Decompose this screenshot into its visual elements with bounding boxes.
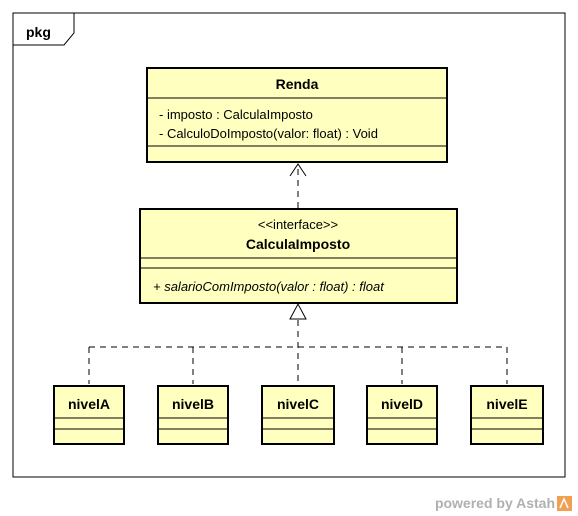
class-attribute: - imposto : CalculaImposto [159, 107, 313, 122]
package-label: pkg [26, 24, 51, 40]
class-renda[interactable]: Renda - imposto : CalculaImposto - Calcu… [146, 67, 448, 163]
package-tab [12, 12, 75, 46]
class-name: CalculaImposto [246, 236, 350, 252]
class-name: nivelB [172, 396, 214, 412]
class-name: nivelE [486, 396, 527, 412]
class-operation: - CalculoDoImposto(valor: float) : Void [159, 126, 378, 141]
astah-logo-icon [557, 496, 572, 511]
watermark-text: powered by Astah [435, 495, 555, 511]
class-name: nivelD [381, 396, 423, 412]
class-nivel-c[interactable]: nivelC [261, 385, 335, 445]
class-nivel-a[interactable]: nivelA [53, 385, 125, 445]
class-nivel-b[interactable]: nivelB [157, 385, 229, 445]
class-name: nivelA [68, 396, 110, 412]
interface-calcula-imposto[interactable]: <<interface>> CalculaImposto + salarioCo… [139, 208, 458, 304]
class-name: Renda [276, 76, 319, 92]
dependency-arrowhead [289, 163, 307, 177]
class-operation: + salarioComImposto(valor : float) : flo… [153, 279, 385, 294]
stereotype-label: <<interface>> [258, 217, 338, 232]
realization-connectors [88, 320, 508, 384]
class-name: nivelC [277, 396, 319, 412]
realization-arrowhead [289, 302, 307, 320]
class-nivel-e[interactable]: nivelE [470, 385, 544, 445]
class-nivel-d[interactable]: nivelD [366, 385, 438, 445]
